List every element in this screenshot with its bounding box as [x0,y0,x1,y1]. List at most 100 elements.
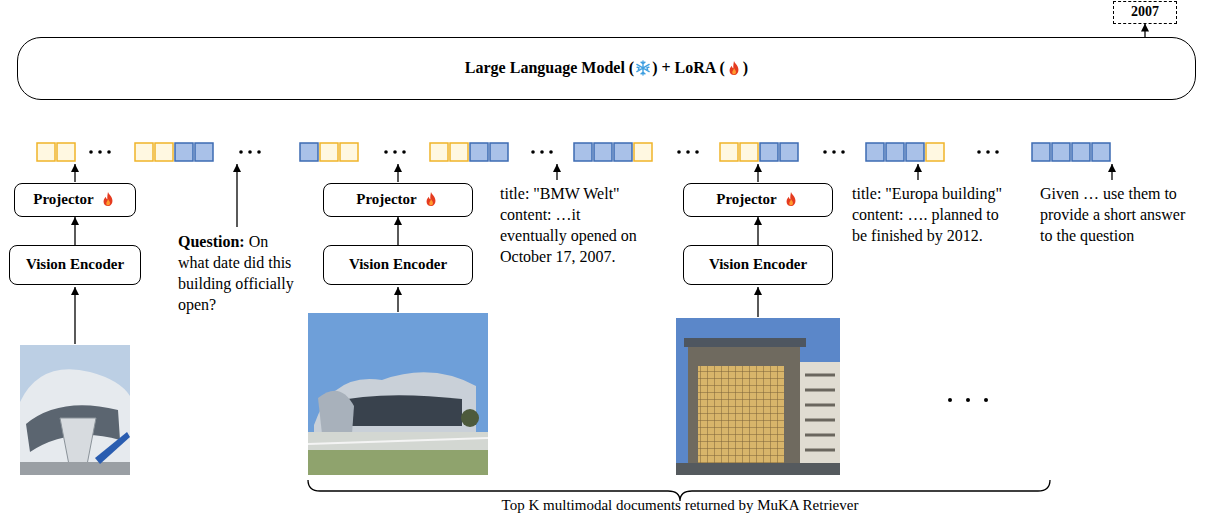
node-text: ) [743,59,748,76]
text-token [574,143,592,161]
ellipsis-dot [257,150,261,154]
photo-tree [461,409,479,427]
visual-token [926,143,944,161]
ellipsis-dot [948,398,952,402]
ellipsis-dot [107,150,111,154]
projector-box: Projector [683,183,833,217]
visual-token [340,143,358,161]
text-token [490,143,508,161]
ellipsis-dot [393,150,397,154]
label-text: Top K multimodal documents returned by M… [502,497,859,513]
connector-arrow [1144,24,1145,38]
visual-token [634,143,652,161]
flame-shape [426,192,435,206]
instruction-text: Given … use them to provide a short answ… [1040,183,1190,246]
photo-lit-facade [698,366,784,466]
token-row [37,143,1110,161]
ellipsis-dot [531,150,535,154]
photo-query [20,345,130,475]
photo-sky [676,318,840,475]
text-token [780,143,798,161]
snowflake-shape [637,61,649,75]
photo-building [20,369,130,475]
ellipsis-dot [695,150,699,154]
token-arrow [917,164,918,180]
node-content: Projector [33,191,117,208]
label-text: title: "BMW Welt" content: …it eventuall… [500,185,637,265]
ellipsis-dot [89,150,93,154]
snowflake-icon [635,60,651,76]
text-segment: 2007 [1131,4,1159,19]
text-token [300,143,318,161]
text-segment: Large Language Model ( [465,59,652,76]
token-arrow [74,164,75,182]
projector-box: Projector [14,183,136,217]
text-token [195,143,213,161]
photo-road [308,432,488,450]
label-text: title: "Europa building" content: …. pla… [852,185,1002,244]
node-text: Vision Encoder [349,256,447,272]
visual-token [155,143,173,161]
node-content: Projector [356,191,440,208]
connector-arrow [757,217,758,245]
photo-document-2 [676,318,840,475]
ellipsis-dot [986,150,990,154]
text-token [470,143,488,161]
node-text: Vision Encoder [709,256,807,272]
text-segment: Projector [716,191,777,207]
text-token [1032,143,1050,161]
flame-core [789,199,793,205]
ellipsis-dot [686,150,690,154]
text-token [594,143,612,161]
question-text: Question:On what date did this building … [178,231,296,315]
token-arrow [757,164,758,182]
ellipsis-dot [984,398,988,402]
photo-scaffold [698,366,784,466]
flame-core [429,199,433,205]
text-token [175,143,193,161]
text-token [614,143,632,161]
text-token [866,143,884,161]
flame-core [106,199,110,205]
token-arrow [556,164,557,180]
encoder-box: Vision Encoder [9,245,141,285]
text-token [1092,143,1110,161]
node-content: Projector [716,191,800,208]
visual-token [450,143,468,161]
visual-token [37,143,55,161]
token-arrow [397,164,398,182]
caption-text: Top K multimodal documents returned by M… [330,496,1030,514]
ellipsis-dot [248,150,252,154]
node-content: Vision Encoder [26,256,124,273]
fire-icon [100,191,116,207]
visual-token [720,143,738,161]
label-text: Given … use them to provide a short answ… [1040,185,1185,244]
text-token [886,143,904,161]
node-content: Vision Encoder [709,256,807,273]
ellipsis-dot [841,150,845,154]
ellipsis-dot [677,150,681,154]
input-arrow [397,287,398,312]
ellipsis-dot [402,150,406,154]
output-box: 2007 [1113,1,1177,24]
input-arrow [757,287,758,317]
visual-token [740,143,758,161]
photo-sky [20,345,130,475]
node-text: Projector [716,191,777,207]
input-arrow [74,287,75,344]
node-content: Large Language Model ( ) + LoRA () [465,59,748,77]
ellipsis-dot [549,150,553,154]
flame-core [732,68,736,74]
node-text: Large Language Model ( [465,59,634,76]
photo-crane [95,432,130,464]
ellipsis-dot [832,150,836,154]
ellipsis-dot [823,150,827,154]
fire-icon [726,60,742,76]
photo-sky [308,313,488,475]
node-text: ) + LoRA ( [652,59,725,76]
text-segment: Vision Encoder [349,256,447,272]
photo-cone [318,391,354,434]
visual-token [57,143,75,161]
node-content: 2007 [1131,4,1159,20]
